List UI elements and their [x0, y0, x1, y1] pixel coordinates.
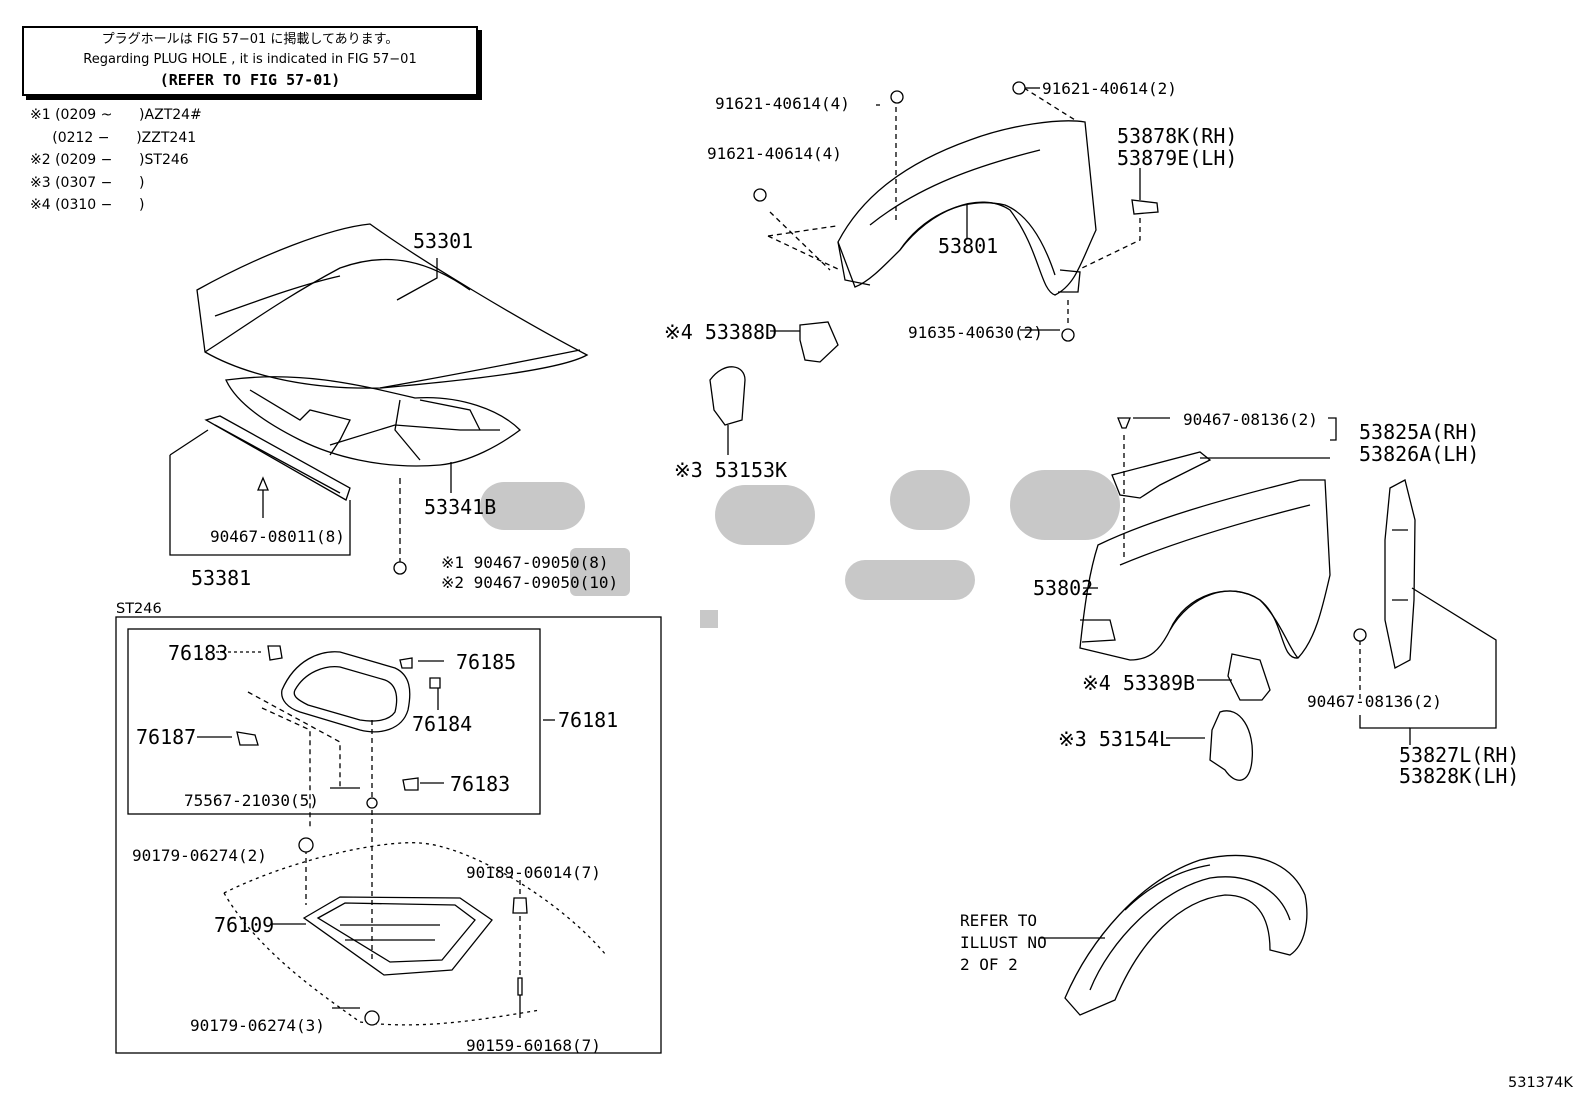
label-53828k: 53828K(LH)	[1399, 764, 1520, 788]
applicability-list: ※1 (0209 ~ )AZT24# (0212 − )ZZT241 ※2 (0…	[30, 104, 202, 217]
label-91621-40614-4a: 91621-40614(4)	[715, 94, 850, 113]
label-75567-21030: 75567-21030(5)	[184, 791, 319, 810]
fender-bracket-53153k-drawing	[709, 366, 746, 426]
label-53826a: 53826A(LH)	[1359, 442, 1480, 466]
note-english: Regarding PLUG HOLE , it is indicated in…	[83, 52, 417, 67]
label-53381: 53381	[191, 566, 252, 590]
label-2-of-2: 2 OF 2	[960, 955, 1018, 974]
fender-lh-drawing	[1079, 479, 1331, 661]
label-76185: 76185	[456, 650, 517, 674]
hood-seal-strip-drawing	[204, 415, 351, 501]
watermark-logo	[480, 470, 1120, 628]
label-53801: 53801	[938, 234, 999, 258]
fender-rh-drawing	[837, 120, 1097, 296]
fender-liner-drawing	[1064, 854, 1308, 1016]
label-53879e: 53879E(LH)	[1117, 146, 1238, 170]
label-90467-09050-8: ※1 90467-09050(8)	[441, 553, 609, 572]
label-90467-09050-10: ※2 90467-09050(10)	[441, 573, 619, 592]
label-90179-06274-2: 90179-06274(2)	[132, 846, 267, 865]
label-53154l: ※3 53154L	[1058, 727, 1172, 751]
note-reference: (REFER TO FIG 57-01)	[159, 71, 341, 89]
label-90467-08136-top: 90467-08136(2)	[1183, 410, 1318, 429]
label-53878k: 53878K(RH)	[1117, 124, 1238, 148]
label-53301: 53301	[413, 229, 474, 253]
label-53802: 53802	[1033, 576, 1094, 600]
note-japanese: プラグホールは FIG 57−01 に掲載してあります。	[101, 32, 399, 47]
label-53388d: ※4 53388D	[664, 320, 778, 344]
label-91621-40614-2: 91621-40614(2)	[1042, 79, 1177, 98]
label-53341b: 53341B	[424, 495, 497, 519]
label-st246: ST246	[116, 601, 162, 617]
label-76181: 76181	[558, 708, 619, 732]
fender-bracket-53154l-drawing	[1209, 710, 1254, 781]
label-53827l: 53827L(RH)	[1399, 743, 1520, 767]
label-76109: 76109	[214, 913, 275, 937]
label-76187: 76187	[136, 725, 197, 749]
hood-scoop-drawing	[281, 651, 411, 733]
label-illust-no: ILLUST NO	[960, 933, 1047, 952]
figure-number: 531374K	[1508, 1075, 1573, 1091]
label-90159-60168: 90159-60168(7)	[466, 1036, 601, 1055]
fender-bracket-53389b-drawing	[1227, 653, 1271, 701]
label-91635-40630: 91635-40630(2)	[908, 323, 1043, 342]
label-90467-08136-bottom: 90467-08136(2)	[1307, 692, 1442, 711]
hood-inner-frame-drawing	[225, 376, 521, 467]
label-90189-06014: 90189-06014(7)	[466, 863, 601, 882]
label-76183-top: 76183	[168, 641, 229, 665]
fender-bracket-53388d-drawing	[799, 321, 839, 363]
condition-1b: (0212 − )ZZT241	[30, 129, 197, 146]
label-91621-40614-4b: 91621-40614(4)	[707, 144, 842, 163]
label-53389b: ※4 53389B	[1082, 671, 1196, 695]
label-53153k: ※3 53153K	[674, 458, 788, 482]
label-76183-bottom: 76183	[450, 772, 511, 796]
underbody-cover-drawing	[302, 896, 493, 976]
label-90179-06274-3: 90179-06274(3)	[190, 1016, 325, 1035]
note-box: プラグホールは FIG 57−01 に掲載してあります。 Regarding P…	[22, 26, 478, 96]
condition-4: ※4 (0310 − )	[30, 197, 145, 213]
label-refer-to: REFER TO	[960, 911, 1038, 930]
fender-bracket-53825a-drawing	[1111, 451, 1212, 499]
condition-1: ※1 (0209 ~ )AZT24#	[30, 107, 202, 123]
label-90467-08011: 90467-08011(8)	[210, 527, 345, 546]
condition-3: ※3 (0307 − )	[30, 174, 145, 191]
label-76184: 76184	[412, 712, 473, 736]
fender-bracket-53827l-drawing	[1384, 479, 1416, 669]
condition-2: ※2 (0209 − )ST246	[30, 152, 189, 168]
hood-panel-drawing	[196, 223, 589, 389]
label-53825a: 53825A(RH)	[1359, 420, 1480, 444]
